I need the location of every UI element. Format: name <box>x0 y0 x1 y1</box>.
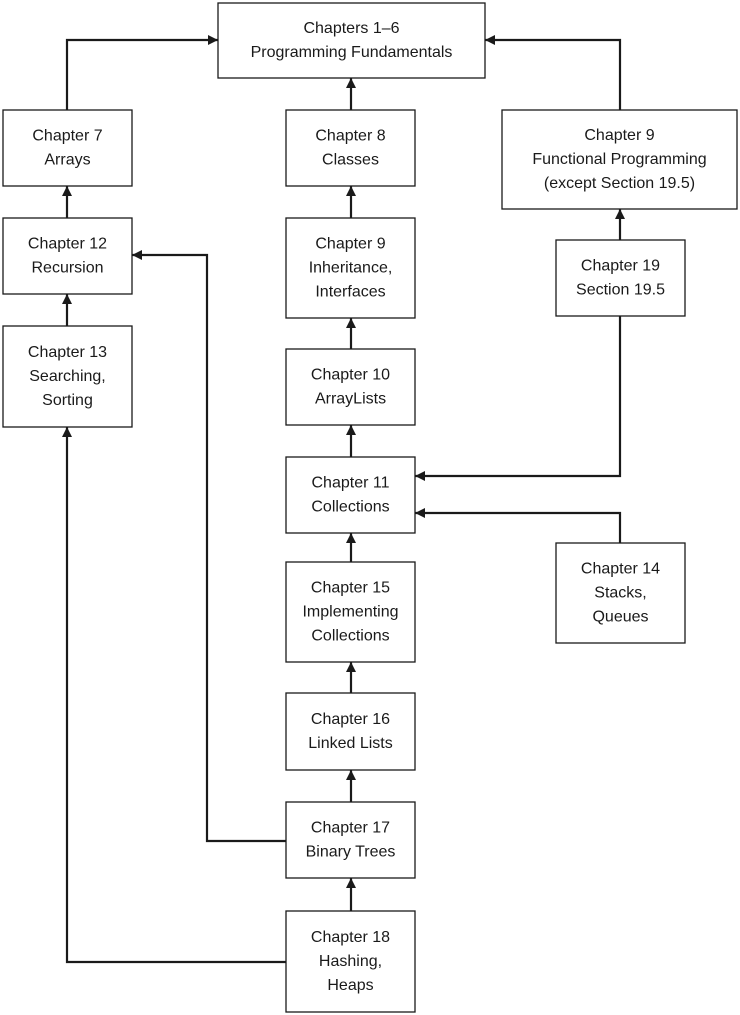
node-ch17: Chapter 17 Binary Trees <box>285 801 416 879</box>
node-box <box>285 456 416 534</box>
node-label-line: Chapter 14 <box>581 561 660 578</box>
node-ch12: Chapter 12 Recursion <box>2 217 133 295</box>
node-label-line: Collections <box>311 499 389 516</box>
node-box <box>555 542 686 644</box>
node-ch11: Chapter 11 Collections <box>285 456 416 534</box>
node-label-line: Chapters 1–6 <box>303 20 399 37</box>
node-ch19: Chapter 19 Section 19.5 <box>555 239 686 317</box>
node-ch10: Chapter 10 ArrayLists <box>285 348 416 426</box>
node-label-line: Chapter 18 <box>311 929 390 946</box>
node-box <box>285 801 416 879</box>
node-label-line: Chapter 11 <box>312 475 390 492</box>
node-label-line: Functional Programming <box>532 151 706 168</box>
node-label-line: Chapter 9 <box>584 127 654 144</box>
node-label-line: Sorting <box>42 392 93 409</box>
node-label-line: Chapter 15 <box>311 580 390 597</box>
node-label-line: Chapter 16 <box>311 711 390 728</box>
node-label-line: Programming Fundamentals <box>251 44 453 61</box>
arrow-ch14-to-ch11 <box>415 508 622 543</box>
edges-layer <box>62 35 625 964</box>
node-box <box>285 217 416 319</box>
node-box <box>217 2 486 79</box>
node-label-line: ArrayLists <box>315 391 386 408</box>
node-label-line: Section 19.5 <box>576 282 665 299</box>
node-label-line: Stacks, <box>594 585 646 602</box>
node-label-line: Chapter 8 <box>315 128 385 145</box>
node-box <box>2 217 133 295</box>
node-label-line: Recursion <box>31 260 103 277</box>
node-label-line: Chapter 13 <box>28 344 107 361</box>
node-ch9ii: Chapter 9 Inheritance, Interfaces <box>285 217 416 319</box>
node-label-line: Inheritance, <box>309 260 393 277</box>
node-box <box>285 910 416 1013</box>
node-label-line: Chapter 19 <box>581 258 660 275</box>
arrow-ch19-to-ch11 <box>415 316 622 481</box>
node-label-line: Implementing <box>302 604 398 621</box>
node-box <box>285 561 416 663</box>
node-label-line: Chapter 12 <box>28 236 107 253</box>
node-ch8: Chapter 8 Classes <box>285 109 416 187</box>
node-label-line: (except Section 19.5) <box>544 175 695 192</box>
arrow-ch9fp-to-ch1_6 <box>485 35 622 110</box>
node-label-line: Classes <box>322 152 379 169</box>
node-box <box>501 109 738 210</box>
node-ch14: Chapter 14 Stacks, Queues <box>555 542 686 644</box>
node-box <box>555 239 686 317</box>
node-ch9fp: Chapter 9 Functional Programming (except S… <box>501 109 738 210</box>
node-box <box>285 692 416 771</box>
arrow-ch18-to-ch13 <box>62 427 286 964</box>
node-label-line: Arrays <box>44 152 90 169</box>
node-ch16: Chapter 16 Linked Lists <box>285 692 416 771</box>
node-ch13: Chapter 13 Searching, Sorting <box>2 325 133 428</box>
node-label-line: Hashing, <box>319 953 382 970</box>
arrow-ch7-to-ch1_6 <box>65 35 218 110</box>
node-ch18: Chapter 18 Hashing, Heaps <box>285 910 416 1013</box>
node-label-line: Binary Trees <box>306 844 396 861</box>
node-label-line: Heaps <box>327 977 373 994</box>
node-ch7: Chapter 7 Arrays <box>2 109 133 187</box>
node-box <box>2 109 133 187</box>
node-box <box>285 348 416 426</box>
node-label-line: Collections <box>311 628 389 645</box>
node-box <box>285 109 416 187</box>
node-box <box>2 325 133 428</box>
node-label-line: Chapter 7 <box>32 128 102 145</box>
node-label-line: Chapter 9 <box>315 236 385 253</box>
node-label-line: Queues <box>592 609 648 626</box>
node-label-line: Chapter 17 <box>311 820 390 837</box>
arrow-ch17-to-ch12 <box>132 250 286 843</box>
node-label-line: Interfaces <box>315 284 385 301</box>
node-label-line: Linked Lists <box>308 735 393 752</box>
node-label-line: Searching, <box>29 368 106 385</box>
node-label-line: Chapter 10 <box>311 367 390 384</box>
